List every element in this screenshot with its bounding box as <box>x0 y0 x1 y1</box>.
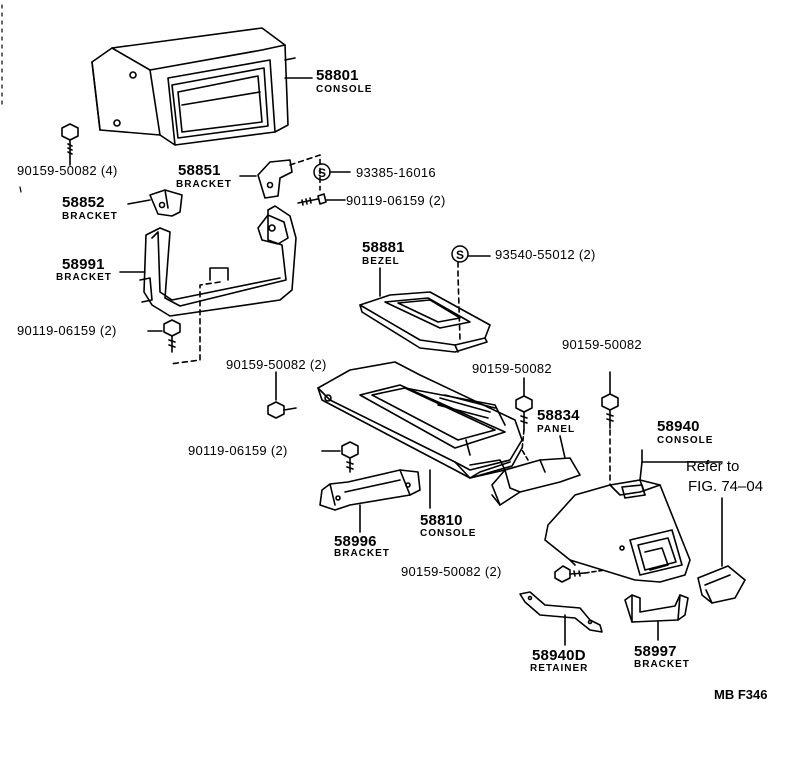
bracket-58996-part <box>319 469 421 533</box>
console-58801-part <box>91 27 313 146</box>
screw-90119-06159-lower-left <box>147 319 181 353</box>
part-number-58997: 58997 <box>634 643 677 660</box>
bracket-58991-part <box>119 205 297 365</box>
fastener-label-8: 90159-50082 <box>472 361 552 376</box>
bracket-58851-part <box>239 154 351 199</box>
console-58940-part <box>544 449 723 583</box>
diagram-code: MB F346 <box>714 687 768 702</box>
screw-90159-50082-console-left <box>267 371 297 419</box>
retainer-58940d-part <box>519 591 603 646</box>
screw-90159-50082-console-center <box>515 377 533 461</box>
screw-90159-50082-lower <box>554 565 606 583</box>
part-number-58991: 58991 <box>62 256 105 273</box>
part-number-58852: 58852 <box>62 194 105 211</box>
reference-line-2: FIG. 74–04 <box>688 478 764 495</box>
bracket-58852-part <box>127 189 183 217</box>
part-name-58996: BRACKET <box>334 548 390 559</box>
part-name-58940: CONSOLE <box>657 435 714 446</box>
screw-90159-50082-upper-left <box>61 123 79 166</box>
part-name-58881: BEZEL <box>362 256 400 267</box>
bezel-58881-part <box>359 261 491 353</box>
s-symbol-text-2: S <box>456 248 464 262</box>
part-name-58851: BRACKET <box>176 179 232 190</box>
screw-90119-06159-upper <box>297 193 346 206</box>
s-symbol-text-1: S <box>318 166 326 180</box>
fastener-label-10: 90159-50082 (2) <box>401 564 502 579</box>
s-symbol-93540 <box>451 245 469 263</box>
fastener-label-7: 90159-50082 <box>562 337 642 352</box>
bracket-58997-part <box>624 594 689 641</box>
part-name-58991: BRACKET <box>56 272 112 283</box>
part-number-58881: 58881 <box>362 239 405 256</box>
console-58810-part <box>317 361 523 509</box>
part-name-58852: BRACKET <box>62 211 118 222</box>
panel-58834-part <box>491 435 581 506</box>
part-number-58810: 58810 <box>420 512 463 529</box>
s-symbol-93385 <box>313 163 331 181</box>
part-name-58834: PANEL <box>537 424 576 435</box>
part-name-58810: CONSOLE <box>420 528 477 539</box>
part-number-58996: 58996 <box>334 533 377 550</box>
part-name-58801: CONSOLE <box>316 84 373 95</box>
fastener-label-2: 93385-16016 <box>356 165 436 180</box>
fastener-label-9: 90119-06159 (2) <box>188 443 288 458</box>
fastener-label-1: 90159-50082 (4) <box>17 163 118 178</box>
fastener-label-5: 90119-06159 (2) <box>17 323 117 338</box>
part-number-58851: 58851 <box>178 162 221 179</box>
fastener-label-6: 90159-50082 (2) <box>226 357 327 372</box>
cap-part <box>697 497 746 604</box>
fastener-label-3: 90119-06159 (2) <box>346 193 446 208</box>
reference-line-1: Refer to <box>686 458 740 475</box>
part-number-58834: 58834 <box>537 407 580 424</box>
part-number-58801: 58801 <box>316 67 359 84</box>
screw-90159-50082-console-right <box>601 371 619 486</box>
part-name-58940d: RETAINER <box>530 663 589 674</box>
part-number-58940: 58940 <box>657 418 700 435</box>
screw-90119-06159-center <box>321 441 359 473</box>
fastener-label-4: 93540-55012 (2) <box>495 247 596 262</box>
part-name-58997: BRACKET <box>634 659 690 670</box>
part-number-58940d: 58940D <box>532 647 586 664</box>
